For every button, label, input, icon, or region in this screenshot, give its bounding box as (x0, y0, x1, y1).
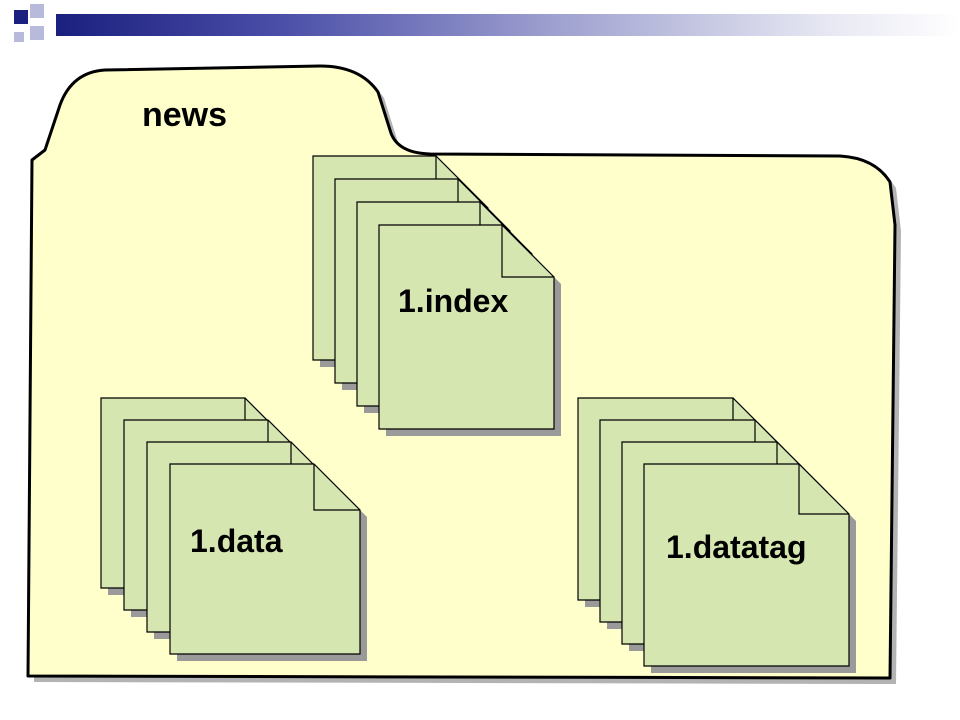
slide-header (0, 0, 960, 60)
header-square-dark (14, 10, 28, 24)
file-stack-datatag: 1.datatag (577, 397, 856, 673)
header-square-light (30, 26, 44, 40)
file-label: 1.datatag (666, 529, 806, 565)
file-label: 1.index (398, 283, 508, 319)
folder-label: news (142, 96, 227, 134)
file-page (169, 463, 361, 655)
file-label: 1.data (190, 523, 283, 559)
file-stack-data: 1.data (100, 397, 367, 661)
file-page-fold (313, 464, 360, 511)
file-stack-index: 1.index (312, 155, 561, 436)
header-square-light (30, 4, 44, 18)
header-gradient-bar (56, 14, 960, 36)
header-square-light (14, 32, 24, 42)
file-page-fold (798, 464, 849, 515)
file-page (643, 463, 850, 667)
file-page (378, 224, 555, 430)
file-page-fold (501, 225, 554, 278)
